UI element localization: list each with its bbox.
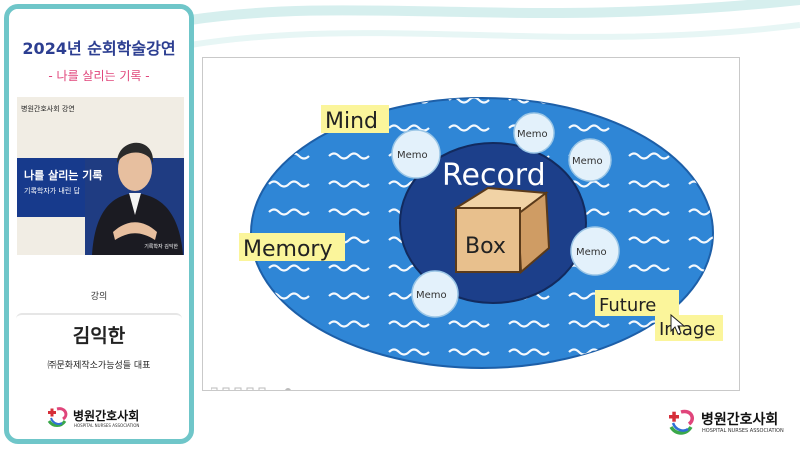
- memo-bubble: Memo: [570, 226, 620, 276]
- future-label: Future: [599, 295, 656, 316]
- record-box-diagram: Mind Memory Future Image Record Box Memo…: [239, 97, 723, 369]
- mind-label: Mind: [325, 109, 378, 134]
- memo-label: Memo: [397, 150, 428, 161]
- left-info-panel: 2024년 순회학술강연 - 나를 살리는 기록 - 병원간호사회 강연 나를 …: [4, 4, 194, 444]
- record-label: Record: [442, 158, 546, 193]
- image-label: Image: [659, 319, 715, 340]
- image-highlight: [655, 315, 723, 341]
- memo-label: Memo: [572, 156, 603, 167]
- event-title: 2024년 순회학술강연: [22, 39, 176, 58]
- speaker-card: [16, 313, 182, 395]
- corner-logo-name: 병원간호사회: [701, 412, 779, 428]
- memo-label: Memo: [576, 247, 607, 258]
- memo-label: Memo: [517, 129, 548, 140]
- corner-logo-subtitle: HOSPITAL NURSES ASSOCIATION: [702, 428, 784, 434]
- presentation-slide: Mind Memory Future Image Record Box Memo…: [202, 57, 740, 391]
- speaker-photo: [85, 142, 184, 255]
- thumbnail-caption: 기록학자 김익한: [144, 244, 178, 250]
- box-label: Box: [465, 234, 506, 259]
- logo-name: 병원간호사회: [73, 409, 140, 423]
- slide-toolbar-icons[interactable]: [211, 387, 301, 391]
- thumbnail-top-label: 병원간호사회 강연: [21, 105, 75, 113]
- memory-label: Memory: [243, 237, 332, 262]
- future-highlight: [595, 290, 679, 316]
- mind-highlight: [321, 105, 389, 133]
- memo-bubble: Memo: [568, 138, 612, 182]
- box-cube: [452, 186, 551, 275]
- memo-bubble: Memo: [513, 112, 555, 154]
- memo-label: Memo: [416, 290, 447, 301]
- corner-emblem-icon: [669, 409, 694, 435]
- title-area: 2024년 순회학술강연 - 나를 살리는 기록 -: [9, 9, 189, 97]
- thumbnail-title: 나를 살리는 기록: [24, 169, 103, 182]
- section-label: 강의: [90, 292, 108, 302]
- mouse-cursor-icon: [670, 313, 686, 335]
- speaker-name: 김익한: [72, 325, 126, 347]
- speaker-organization: ㈜문화제작소가능성들 대표: [47, 361, 151, 371]
- event-subtitle: - 나를 살리는 기록 -: [48, 69, 150, 83]
- association-emblem-icon: [47, 407, 68, 427]
- memo-bubble: Memo: [411, 270, 459, 318]
- lecture-thumbnail: 병원간호사회 강연 나를 살리는 기록 기록학자가 내린 답 기록학자 김익한: [17, 97, 184, 255]
- memo-bubble: Memo: [391, 129, 441, 179]
- thumbnail-subtitle: 기록학자가 내린 답: [24, 187, 80, 195]
- memory-highlight: [239, 233, 345, 261]
- logo-subtitle: HOSPITAL NURSES ASSOCIATION: [74, 423, 140, 428]
